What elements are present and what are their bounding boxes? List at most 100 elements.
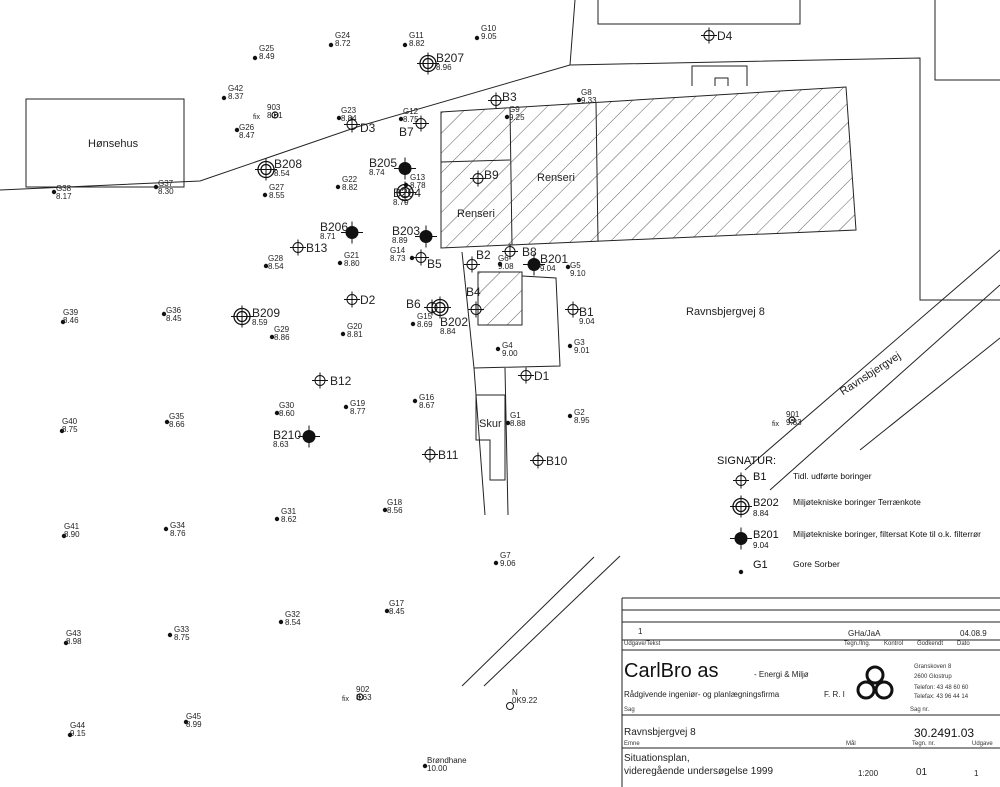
dot-icon [410, 314, 416, 332]
point-value: 8.54 [274, 169, 290, 178]
header-tegnnr: Tegn. nr. [912, 741, 936, 747]
point-code: B208 [274, 157, 303, 171]
point-label: B6 [406, 298, 421, 310]
crosshair-icon [413, 249, 429, 271]
point-value: 9.08 [498, 262, 514, 271]
point-value: 8.63 [273, 440, 289, 449]
company-frl: F. R. I [824, 690, 845, 699]
point-code: G38 [56, 184, 72, 193]
point-code: G1 [510, 411, 521, 420]
legend-code: B201 [753, 529, 779, 541]
legend-value: 9.04 [753, 541, 769, 550]
point-code: G20 [347, 322, 363, 331]
double-circle-icon [394, 181, 416, 209]
point-value: 9.10 [570, 269, 586, 278]
point-value: 8.47 [239, 131, 255, 140]
filled-circle-icon [730, 527, 752, 555]
point-label: B4 [466, 286, 481, 298]
dot-icon [738, 562, 744, 580]
point-code: B7 [399, 125, 414, 139]
point-value: 8.37 [228, 92, 244, 101]
street-ravnsbjergvej-8: Ravnsbjergvej 8 [686, 306, 765, 318]
neighbor-building-right [934, 0, 1000, 81]
fix-prefix: fix [253, 114, 260, 121]
point-code: B13 [306, 241, 328, 255]
crosshair-icon [290, 239, 306, 261]
building-renseri [440, 86, 857, 249]
dot-icon [497, 254, 503, 272]
dot-icon [337, 253, 343, 271]
dot-icon [274, 509, 280, 527]
point-code: B206 [320, 220, 349, 234]
point-value: 8.77 [350, 407, 366, 416]
point-label: B13 [306, 242, 327, 254]
dot-icon [576, 90, 582, 108]
point-code: G27 [269, 183, 285, 192]
point-value: 8.61 [267, 111, 283, 120]
point-value: 8.73 [390, 254, 406, 263]
small-annex-2 [714, 77, 729, 86]
dot-icon [252, 48, 258, 66]
label-skur: Skur [479, 418, 502, 430]
drawing-scale: 1:200 [858, 769, 879, 778]
dot-icon [164, 412, 170, 430]
dot-icon [153, 177, 159, 195]
point-code: N [512, 688, 518, 697]
company-phone: Telefon: 43 48 60 60 [914, 685, 969, 691]
point-code: G26 [239, 123, 255, 132]
point-value: 8.56 [387, 506, 403, 515]
dot-icon [274, 403, 280, 421]
crosshair-icon [468, 301, 484, 323]
point-code: B8 [522, 245, 537, 259]
dot-icon [183, 712, 189, 730]
point-code: B201 [540, 252, 569, 266]
point-code: G36 [166, 306, 182, 315]
point-code: B203 [392, 224, 421, 238]
point-code: G34 [170, 521, 186, 530]
point-code: D2 [360, 293, 376, 307]
point-value: 8.45 [166, 314, 182, 323]
point-value: 8.45 [389, 607, 405, 616]
header-kontrol: Kontrol [884, 641, 904, 647]
point-value: 8.90 [64, 530, 80, 539]
point-code: B9 [484, 168, 499, 182]
fix-prefix: fix [772, 421, 779, 428]
filled-circle-icon [415, 225, 437, 253]
point-value: 8.17 [56, 192, 72, 201]
drawing-title-2: videregående undersøgelse 1999 [624, 766, 773, 777]
point-value: 8.96 [436, 63, 452, 72]
point-code: G43 [66, 629, 82, 638]
point-code: G4 [502, 341, 513, 350]
crosshair-icon [413, 115, 429, 137]
fix-prefix: fix [342, 696, 349, 703]
point-code: G31 [281, 507, 297, 516]
point-value: 8.82 [409, 39, 425, 48]
dot-icon [398, 109, 404, 127]
building-honsehus [25, 98, 185, 188]
double-circle-icon [255, 158, 277, 186]
